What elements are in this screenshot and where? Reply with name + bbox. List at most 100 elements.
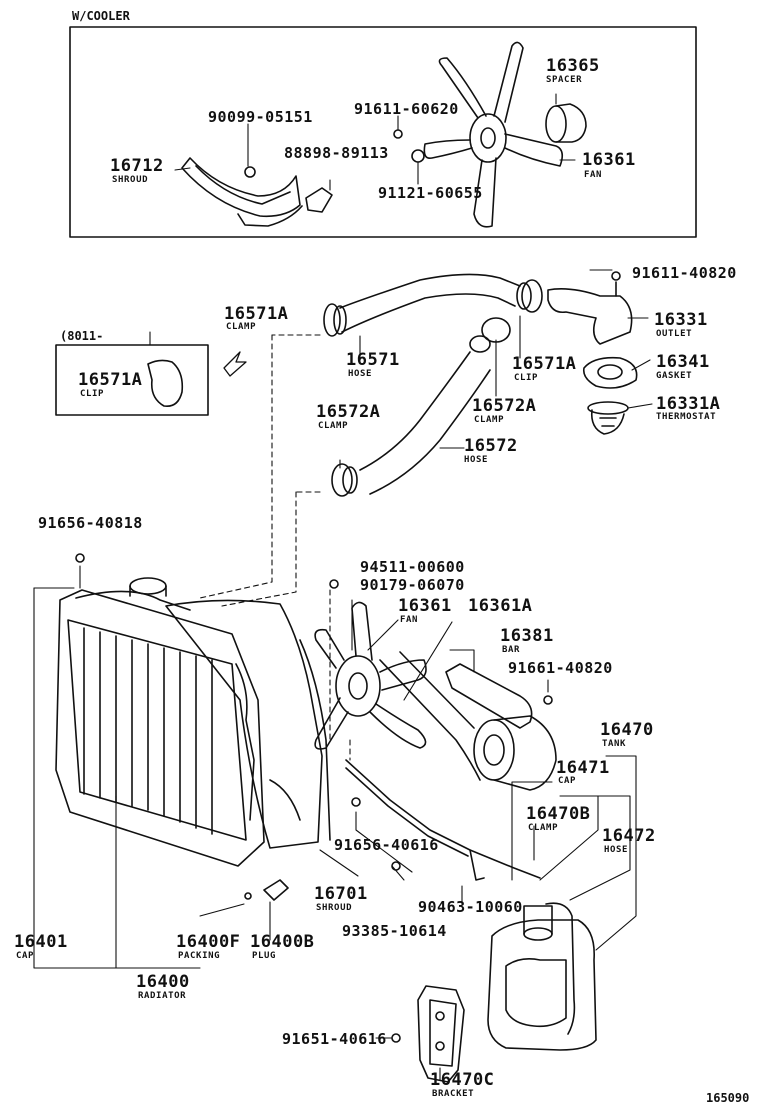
hose-lower-part-number: 16572 bbox=[464, 436, 518, 456]
cooler-nut-drawing bbox=[244, 166, 256, 178]
clamp-a-part-number: 16571A bbox=[224, 304, 289, 324]
fan-cooler-part-number: 16361 bbox=[582, 150, 636, 170]
plug-part-number: 16400B bbox=[250, 932, 315, 952]
bracket-drawing bbox=[417, 985, 465, 1083]
bolt-f-part-number: 91656-40818 bbox=[38, 514, 143, 532]
hose-lower-part-name: HOSE bbox=[464, 455, 489, 465]
cooler-box-frame bbox=[69, 26, 697, 238]
bolt-h-drawing bbox=[329, 579, 339, 589]
gasket-hole-drawing bbox=[597, 364, 623, 380]
spacer-part-number: 16365 bbox=[546, 56, 600, 76]
outlet-part-number: 16331 bbox=[654, 310, 708, 330]
outlet-drawing bbox=[547, 271, 633, 345]
cooler-bracket-drawing bbox=[305, 187, 333, 213]
hose-upper-part-name: HOSE bbox=[348, 369, 373, 379]
clip-drawing bbox=[147, 359, 184, 408]
gasket-part-number: 16341 bbox=[656, 352, 710, 372]
clip-b-part-number: 16571A bbox=[512, 354, 577, 374]
clamp-b-part-name: CLAMP bbox=[474, 415, 505, 425]
clamp-c-part-name: CLAMP bbox=[318, 421, 349, 431]
fan-main-part-number: 16361 bbox=[398, 596, 452, 616]
bolt-j-part-number: 91656-40616 bbox=[334, 836, 439, 854]
bar-bolt-drawing bbox=[543, 695, 553, 705]
spacer-drawing bbox=[545, 103, 587, 143]
hose-res-part-name: HOSE bbox=[604, 845, 629, 855]
clamp-c-part-number: 16572A bbox=[316, 402, 381, 422]
shroud-cooler-part-number: 16712 bbox=[110, 156, 164, 176]
shroud-main-part-number: 16701 bbox=[314, 884, 368, 904]
bolt-i-part-number: 91661-40820 bbox=[508, 659, 613, 677]
bracket-part-name: BRACKET bbox=[432, 1089, 475, 1099]
bolt-a-drawing bbox=[393, 129, 403, 139]
arrow-drawing bbox=[223, 351, 247, 377]
bar-part-name: BAR bbox=[502, 645, 521, 655]
bolt-k-part-number: 90463-10060 bbox=[418, 898, 523, 916]
bolt-j-drawing bbox=[351, 797, 361, 807]
dashed-leaders bbox=[199, 334, 351, 761]
support-rod-drawing bbox=[345, 759, 541, 879]
packing-part-number: 16400F bbox=[176, 932, 241, 952]
upper-hose-drawing bbox=[323, 273, 543, 337]
radiator-drawing bbox=[55, 577, 265, 867]
washer-drawing bbox=[411, 149, 425, 163]
cooler-leaders bbox=[174, 93, 576, 191]
bolt-l-part-number: 91651-40616 bbox=[282, 1030, 387, 1048]
clip-box-part-name: CLIP bbox=[80, 389, 105, 399]
main-shroud-drawing bbox=[165, 599, 331, 849]
screw-part-number: 93385-10614 bbox=[342, 922, 447, 940]
bolt-a-part-number: 91611-60620 bbox=[354, 100, 459, 118]
clamp-d-part-name: CLAMP bbox=[528, 823, 559, 833]
fan-main-part-name: FAN bbox=[400, 615, 419, 625]
fan-cooler-part-name: FAN bbox=[584, 170, 603, 180]
packing-drawing bbox=[244, 892, 252, 900]
hose-res-part-number: 16472 bbox=[602, 826, 656, 846]
tank-cap-part-number: 16471 bbox=[556, 758, 610, 778]
cooler-shroud-drawing bbox=[181, 157, 303, 227]
support-rod-edge bbox=[345, 767, 469, 857]
thermostat-part-name: THERMOSTAT bbox=[656, 412, 717, 422]
shroud-main-part-name: SHROUD bbox=[316, 903, 353, 913]
bolt-d-part-number: 91121-60655 bbox=[378, 184, 483, 202]
bar-part-number: 16381 bbox=[500, 626, 554, 646]
alternator-drawing bbox=[379, 651, 557, 791]
tank-part-number: 16470 bbox=[600, 720, 654, 740]
clip-box-frame bbox=[55, 344, 209, 416]
clamp-b-part-number: 16572A bbox=[472, 396, 537, 416]
bolt-l-drawing bbox=[391, 1033, 401, 1043]
outlet-part-name: OUTLET bbox=[656, 329, 693, 339]
tank-part-name: TANK bbox=[602, 739, 627, 749]
bolt-e-part-number: 91611-40820 bbox=[632, 264, 737, 282]
gasket-drawing bbox=[582, 356, 638, 389]
diagram-code: 165090 bbox=[706, 1091, 750, 1105]
bolt-c-part-number: 88898-89113 bbox=[284, 144, 389, 162]
bolt-h-part-number: 90179-06070 bbox=[360, 576, 465, 594]
clamp-d-part-number: 16470B bbox=[526, 804, 591, 824]
cooler-fan-drawing bbox=[423, 41, 564, 228]
fan-alt-part-number: 16361A bbox=[468, 596, 533, 616]
thermostat-drawing bbox=[587, 401, 629, 435]
screw-drawing bbox=[391, 861, 401, 871]
bolt-f-drawing bbox=[75, 553, 85, 563]
bolt-g-part-number: 94511-00600 bbox=[360, 558, 465, 576]
solid-leaders bbox=[33, 269, 653, 1081]
clip-box-label: (8011- bbox=[60, 329, 104, 343]
radiator-part-name: RADIATOR bbox=[138, 991, 187, 1001]
main-fan-drawing bbox=[314, 601, 427, 750]
tank-drawing bbox=[487, 902, 597, 1051]
rad-cap-part-number: 16401 bbox=[14, 932, 68, 952]
packing-part-name: PACKING bbox=[178, 951, 221, 961]
hose-upper-part-number: 16571 bbox=[346, 350, 400, 370]
clip-box-part-number: 16571A bbox=[78, 370, 143, 390]
lower-hose-drawing bbox=[331, 317, 511, 497]
cooler-box-label: W/COOLER bbox=[72, 9, 130, 23]
radiator-part-number: 16400 bbox=[136, 972, 190, 992]
clamp-a-part-name: CLAMP bbox=[226, 322, 257, 332]
rad-cap-part-name: CAP bbox=[16, 951, 35, 961]
gasket-part-name: GASKET bbox=[656, 371, 693, 381]
bar-drawing bbox=[445, 663, 533, 729]
shroud-cooler-part-name: SHROUD bbox=[112, 175, 149, 185]
bolt-b-part-number: 90099-05151 bbox=[208, 108, 313, 126]
plug-drawing bbox=[263, 879, 289, 901]
tank-cap-part-name: CAP bbox=[558, 776, 577, 786]
